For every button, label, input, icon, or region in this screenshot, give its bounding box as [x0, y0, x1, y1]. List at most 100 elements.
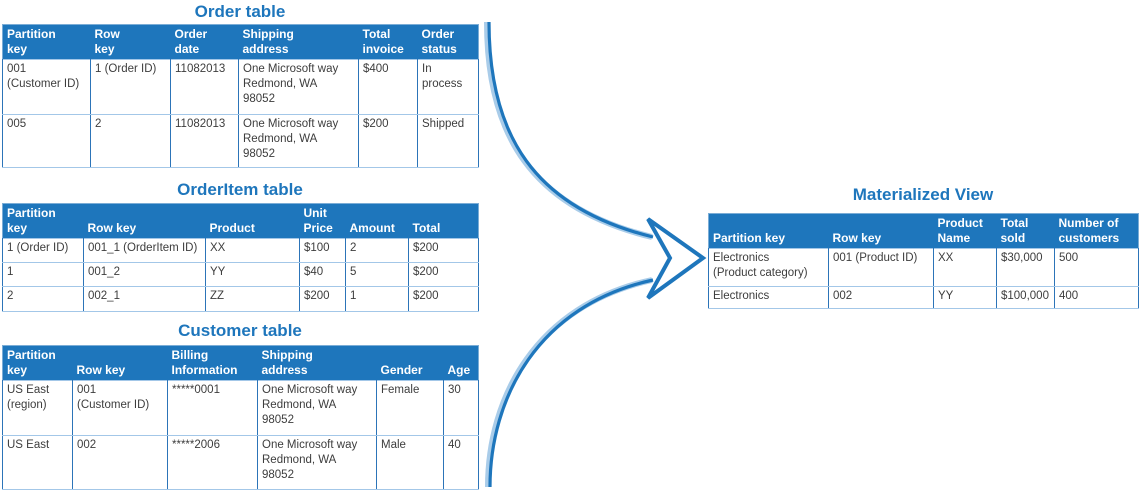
customer-table-section: Customer table Partition key Row key Bil… [2, 321, 479, 490]
header-cell-unit-price: Unit Price [299, 203, 346, 239]
table-row: 001 (Customer ID) 1 (Order ID) 11082013 … [2, 59, 479, 115]
table-cell: 2 [90, 114, 171, 168]
table-cell: $200 [408, 286, 479, 312]
customer-table-header-row: Partition key Row key Billing Informatio… [2, 345, 479, 381]
orderitem-table-title: OrderItem table [177, 180, 303, 199]
table-row: 2 002_1 ZZ $200 1 $200 [2, 286, 479, 312]
materialized-view-header-row: Partition key Row key Product Name Total… [708, 213, 1139, 249]
table-cell: 001 (Customer ID) [2, 59, 91, 115]
header-cell-order-date: Order date [170, 24, 239, 60]
table-cell: 1 (Order ID) [2, 238, 84, 263]
header-cell-row-key: Row key [83, 203, 206, 239]
table-cell: XX [933, 248, 997, 287]
table-cell: 2 [345, 238, 409, 263]
merge-arrow-group [484, 21, 707, 487]
table-cell: One Microsoft way Redmond, WA 98052 [257, 380, 377, 436]
table-cell: One Microsoft way Redmond, WA 98052 [238, 59, 359, 115]
order-table-header-row: Partition key Row key Order date Shippin… [2, 24, 479, 60]
table-cell: One Microsoft way Redmond, WA 98052 [238, 114, 359, 168]
table-cell: In process [417, 59, 479, 115]
header-cell-partition-key: Partition key [2, 345, 73, 381]
table-cell: 11082013 [170, 59, 239, 115]
table-cell: *****0001 [167, 380, 258, 436]
table-cell: Shipped [417, 114, 479, 168]
table-cell: 400 [1054, 286, 1139, 309]
top-curve [487, 21, 654, 239]
table-cell: 500 [1054, 248, 1139, 287]
table-cell: YY [205, 262, 300, 287]
table-cell: 001 (Product ID) [828, 248, 934, 287]
header-cell-total-invoice: Total invoice [358, 24, 418, 60]
order-table-section: Order table Partition key Row key Order … [2, 2, 479, 168]
table-cell: Male [376, 435, 444, 490]
table-row: 1 (Order ID) 001_1 (OrderItem ID) XX $10… [2, 238, 479, 263]
table-cell: US East (region) [2, 380, 73, 436]
header-cell-product-name: Product Name [933, 213, 997, 249]
table-row: Electronics (Product category) 001 (Prod… [708, 248, 1139, 287]
header-cell-shipping-address: Shipping address [238, 24, 359, 60]
header-cell-partition-key: Partition key [2, 24, 91, 60]
order-table: Partition key Row key Order date Shippin… [2, 24, 479, 168]
top-curve-highlight [484, 21, 653, 240]
table-cell: 2 [2, 286, 84, 312]
table-cell: 001_1 (OrderItem ID) [83, 238, 206, 263]
materialized-view-title: Materialized View [852, 185, 994, 204]
header-cell-order-status: Order status [417, 24, 479, 60]
table-row: US East 002 *****2006 One Microsoft way … [2, 435, 479, 490]
table-row: 1 001_2 YY $40 5 $200 [2, 262, 479, 287]
orderitem-table-header-row: Partition key Row key Product Unit Price… [2, 203, 479, 239]
table-cell: 11082013 [170, 114, 239, 168]
table-cell: Electronics [708, 286, 829, 309]
table-cell: $400 [358, 59, 418, 115]
table-cell: $200 [408, 262, 479, 287]
header-cell-number-of-customers: Number of customers [1054, 213, 1139, 249]
orderitem-table-section: OrderItem table Partition key Row key Pr… [2, 180, 479, 312]
header-cell-row-key: Row key [72, 345, 168, 381]
header-cell-row-key: Row key [828, 213, 934, 249]
header-cell-total: Total [408, 203, 479, 239]
table-cell: 005 [2, 114, 91, 168]
header-cell-gender: Gender [376, 345, 444, 381]
table-cell: 001_2 [83, 262, 206, 287]
table-cell: $30,000 [996, 248, 1055, 287]
table-cell: US East [2, 435, 73, 490]
header-cell-row-key: Row key [90, 24, 171, 60]
table-cell: $100 [299, 238, 346, 263]
arrow-head-icon [646, 217, 707, 300]
table-row: US East (region) 001 (Customer ID) *****… [2, 380, 479, 436]
materialized-view-section: Materialized View Partition key Row key … [708, 185, 1139, 309]
header-cell-shipping-address: Shipping address [257, 345, 377, 381]
table-row: 005 2 11082013 One Microsoft way Redmond… [2, 114, 479, 168]
table-cell: $200 [408, 238, 479, 263]
table-cell: YY [933, 286, 997, 309]
customer-table-title: Customer table [178, 321, 302, 340]
table-cell: ZZ [205, 286, 300, 312]
table-cell: 002_1 [83, 286, 206, 312]
customer-table: Partition key Row key Billing Informatio… [2, 345, 479, 490]
header-cell-billing-information: Billing Information [167, 345, 258, 381]
table-cell: 002 [72, 435, 168, 490]
table-cell: One Microsoft way Redmond, WA 98052 [257, 435, 377, 490]
table-cell: Electronics (Product category) [708, 248, 829, 287]
table-cell: *****2006 [167, 435, 258, 490]
table-cell: Female [376, 380, 444, 436]
bottom-curve-highlight [485, 277, 653, 487]
table-cell: 40 [443, 435, 479, 490]
table-cell: 1 [345, 286, 409, 312]
table-row: Electronics 002 YY $100,000 400 [708, 286, 1139, 309]
orderitem-table: Partition key Row key Product Unit Price… [2, 203, 479, 312]
header-cell-total-sold: Total sold [996, 213, 1055, 249]
header-cell-amount: Amount [345, 203, 409, 239]
materialized-view-table: Partition key Row key Product Name Total… [708, 213, 1139, 309]
table-cell: 30 [443, 380, 479, 436]
table-cell: 1 (Order ID) [90, 59, 171, 115]
table-cell: 1 [2, 262, 84, 287]
table-cell: $40 [299, 262, 346, 287]
table-cell: $200 [299, 286, 346, 312]
table-cell: 002 [828, 286, 934, 309]
header-cell-partition-key: Partition key [708, 213, 829, 249]
header-cell-partition-key: Partition key [2, 203, 84, 239]
order-table-title: Order table [194, 2, 286, 21]
bottom-curve [488, 278, 654, 487]
